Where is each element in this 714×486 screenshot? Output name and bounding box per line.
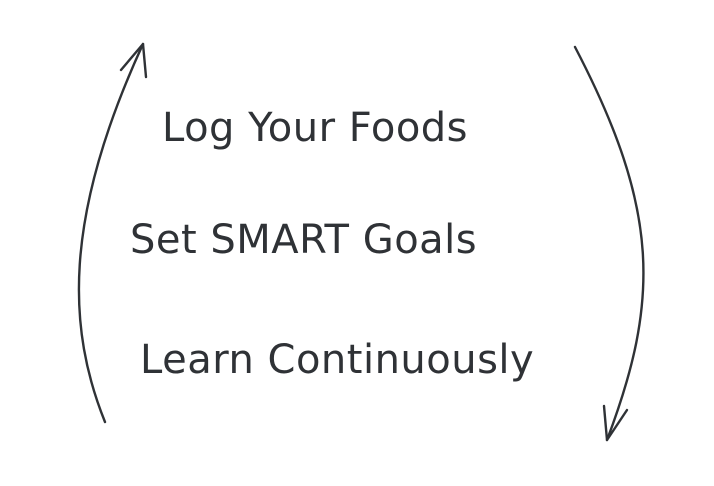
left-up-arrow-icon [77, 42, 148, 424]
right-arrow-shaft [573, 45, 645, 442]
step-log-your-foods: Log Your Foods [162, 105, 469, 151]
step-set-smart-goals: Set SMART Goals [130, 217, 478, 263]
right-arrow-head [602, 404, 629, 442]
right-down-arrow-icon [573, 45, 645, 442]
left-arrow-shaft [77, 42, 145, 424]
left-arrow-head [119, 42, 148, 79]
step-learn-continuously: Learn Continuously [140, 337, 535, 383]
